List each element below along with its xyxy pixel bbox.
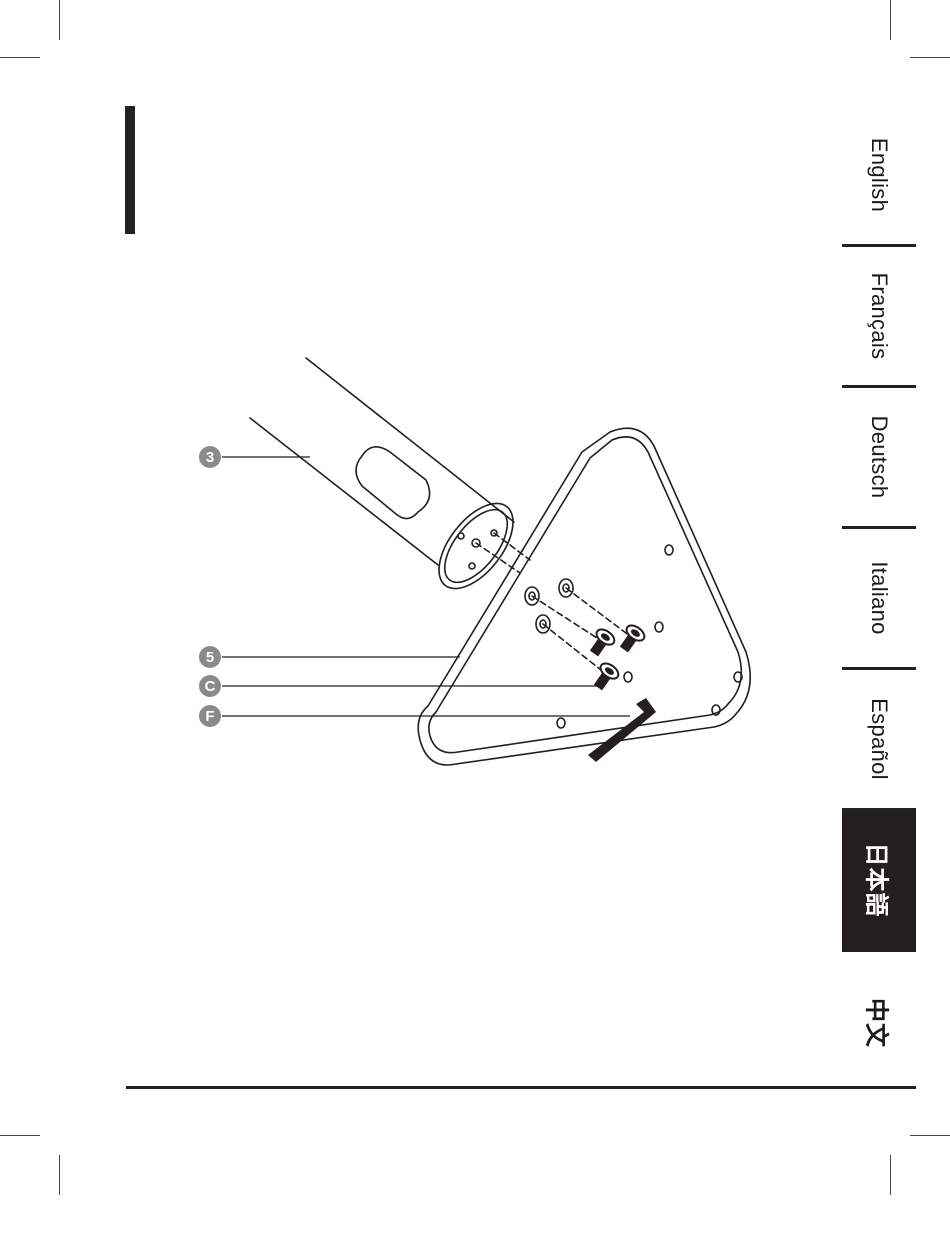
- tab-japanese[interactable]: 日本語: [842, 811, 916, 952]
- callout-pole: 3: [199, 446, 221, 468]
- tab-label: 日本語: [862, 843, 897, 918]
- pole-part: [250, 358, 527, 601]
- tab-francais[interactable]: Français: [842, 247, 916, 388]
- screw-parts: [586, 622, 647, 693]
- callout-base: 5: [199, 646, 221, 668]
- tab-chinese[interactable]: 中文: [842, 952, 916, 1093]
- base-plate-part: [418, 428, 750, 765]
- callout-label: F: [205, 708, 214, 725]
- callout-hex-key: F: [199, 705, 221, 727]
- tab-deutsch[interactable]: Deutsch: [842, 388, 916, 529]
- tab-english[interactable]: English: [842, 106, 916, 247]
- tab-label: Français: [866, 273, 892, 360]
- language-tabs: English Français Deutsch Italiano Españo…: [842, 106, 916, 1093]
- callout-screw: C: [199, 675, 221, 697]
- hex-key-part: [588, 698, 656, 762]
- callout-label: 3: [206, 449, 214, 466]
- tab-label: Italiano: [866, 561, 892, 634]
- tab-espanol[interactable]: Español: [842, 670, 916, 811]
- footer-rule: [126, 1086, 916, 1089]
- callout-label: C: [205, 678, 216, 695]
- tab-label: Deutsch: [866, 416, 892, 499]
- callout-label: 5: [206, 649, 214, 666]
- tab-label: Español: [866, 698, 892, 780]
- tab-italiano[interactable]: Italiano: [842, 529, 916, 670]
- tab-label: English: [866, 138, 892, 212]
- alignment-lines: [476, 533, 630, 674]
- tab-label: 中文: [862, 998, 897, 1048]
